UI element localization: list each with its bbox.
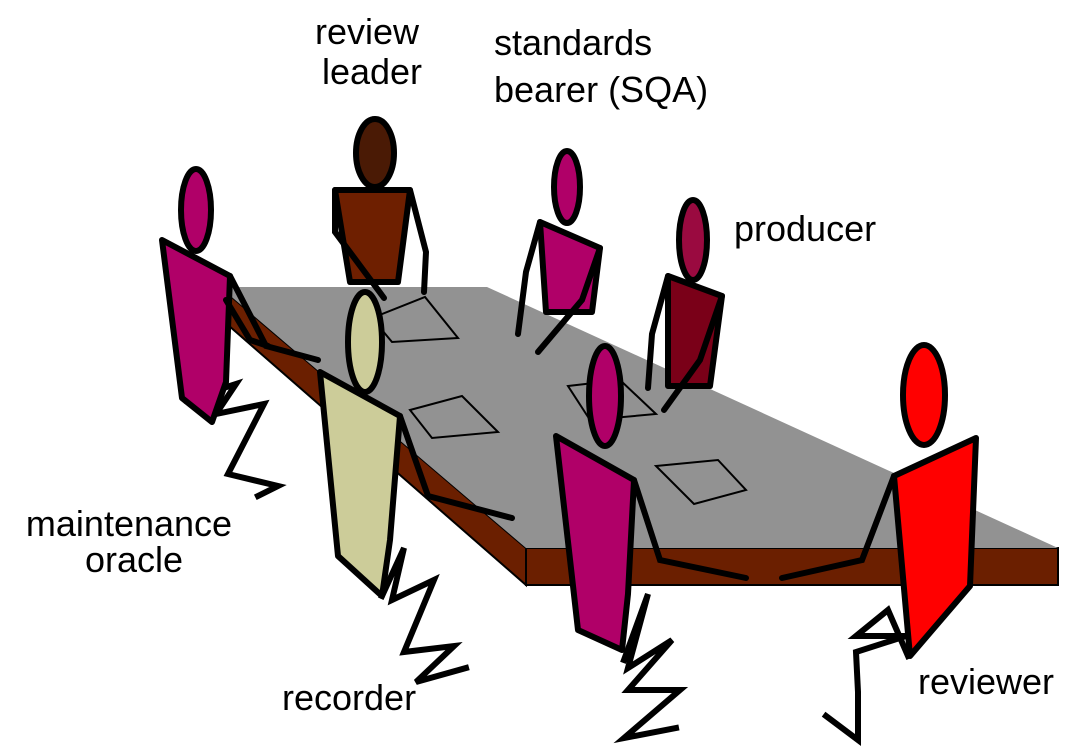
recorder-head [345, 289, 385, 395]
recorder-arm [397, 413, 515, 521]
standards-bearer-head [551, 148, 583, 226]
front-participant-body [553, 433, 637, 653]
front-participant-head [586, 343, 624, 449]
standards-bearer-figure [515, 148, 603, 355]
review-leader-label-line1: review [315, 11, 420, 52]
recorder-body [317, 369, 403, 599]
standards-bearer-label-line2: bearer (SQA) [494, 69, 708, 110]
maintenance-oracle-head [178, 166, 214, 254]
producer-right-arm [661, 293, 725, 413]
maintenance-oracle-figure [159, 166, 321, 501]
maintenance-oracle-body [159, 237, 233, 425]
maintenance-oracle-label-line1: maintenance [26, 503, 232, 544]
reviewer-label: reviewer [918, 661, 1054, 702]
paper [653, 458, 748, 506]
recorder-chair-legs [378, 546, 470, 685]
reviewer-figure [779, 342, 979, 746]
reviewer-arm [779, 473, 897, 581]
standards-bearer-label: standards bearer (SQA) [494, 22, 708, 110]
review-leader-figure [332, 116, 430, 301]
recorder-label: recorder [282, 677, 416, 718]
paper [370, 295, 460, 344]
review-leader-label-line2: leader [322, 51, 422, 92]
maintenance-oracle-arm-back [223, 297, 271, 349]
standards-bearer-left-arm [515, 219, 543, 337]
front-participant-arm [631, 477, 749, 581]
front-participant-figure [553, 343, 749, 744]
paper [408, 394, 501, 440]
producer-body [665, 273, 725, 389]
reviewer-head [900, 342, 948, 448]
maintenance-oracle-chair-legs [182, 378, 287, 501]
producer-head [676, 197, 710, 283]
producer-label: producer [734, 208, 876, 249]
table-top [220, 287, 1058, 548]
review-leader-right-arm [407, 187, 430, 295]
review-leader-left-arm [332, 187, 387, 301]
producer-left-arm [645, 273, 671, 391]
reviewer-chair-legs [821, 605, 912, 746]
standards-bearer-right-arm [535, 245, 603, 355]
review-leader-label: review leader [315, 11, 429, 92]
maintenance-oracle-label-line2: oracle [85, 539, 183, 580]
review-leader-body [332, 187, 413, 285]
recorder-figure [317, 289, 515, 685]
review-leader-head [353, 116, 397, 190]
producer-figure [645, 197, 725, 413]
maintenance-oracle-label: maintenance oracle [26, 503, 242, 580]
reviewer-body [891, 435, 979, 659]
standards-bearer-label-line1: standards [494, 22, 652, 63]
front-participant-chair-legs [613, 592, 689, 744]
